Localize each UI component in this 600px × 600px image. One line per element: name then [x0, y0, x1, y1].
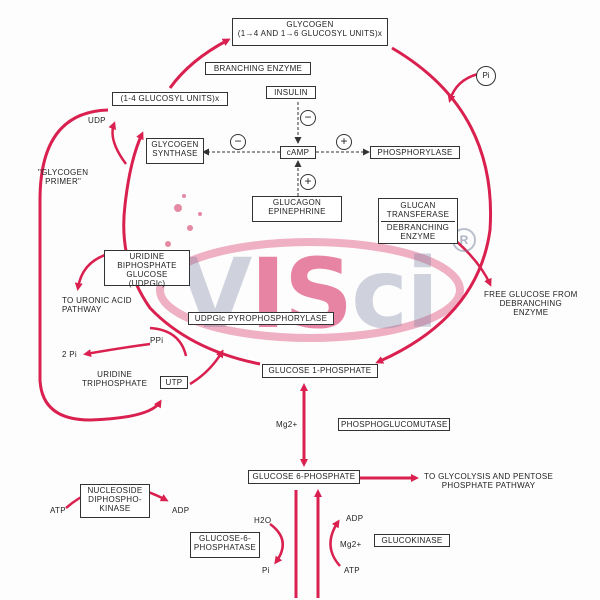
arrow-to-uronic — [74, 252, 109, 291]
glycogen-title: GLYCOGEN — [286, 20, 334, 29]
branching-enzyme-box: BRANCHING ENZYME — [205, 62, 311, 75]
minus-sign-synthase: − — [230, 134, 246, 150]
utp-box: UTP — [160, 376, 188, 389]
glucose-6-phosphatase-box: GLUCOSE-6- PHOSPHATASE — [190, 532, 260, 558]
udpglc-box: URIDINE BIPHOSPHATE GLUCOSE (UDPGlc) — [104, 250, 190, 288]
free-glucose-label: FREE GLUCOSE FROM DEBRANCHING ENZYME — [484, 290, 578, 317]
watermark-swoosh — [156, 238, 464, 342]
arrow-glucosyl-to-glycogen — [168, 38, 231, 89]
insulin-box: INSULIN — [266, 86, 316, 99]
nucleoside-diphosphokinase-box: NUCLEOSIDE DIPHOSPHO- KINASE — [80, 484, 150, 518]
arrow-pi-in — [447, 72, 479, 103]
mg2-lower-label: Mg2+ — [340, 540, 362, 549]
glucose-1-phosphate-box: GLUCOSE 1-PHOSPHATE — [262, 364, 378, 378]
glucan-transferase-label: GLUCAN TRANSFERASE — [381, 201, 455, 222]
glycogen-subtitle: (1→4 AND 1→6 GLUCOSYL UNITS)x — [237, 29, 383, 38]
h2o-label: H2O — [254, 516, 272, 525]
watermark-dots — [165, 194, 202, 247]
atp-left-label: ATP — [50, 506, 66, 515]
arrow-h2o-pi — [269, 522, 284, 565]
arrow-ppi — [149, 326, 188, 357]
watermark-ci: ci — [351, 238, 439, 350]
arrow-glycogen-to-g1p — [375, 46, 493, 364]
two-pi-label: 2 Pi — [62, 350, 77, 359]
arrow-atp-adp — [329, 519, 341, 567]
glycogen-box: GLYCOGEN (1→4 AND 1→6 GLUCOSYL UNITS)x — [232, 18, 388, 46]
watermark-v: V — [178, 238, 252, 350]
arrow-udp — [108, 121, 128, 165]
adp-right-label: ADP — [346, 514, 364, 523]
udpglc-pyrophosphorylase-box: UDPGlc PYROPHOSPHORYLASE — [188, 312, 334, 325]
arrow-primer-loop — [38, 108, 162, 422]
to-uronic-acid-label: TO URONIC ACID PATHWAY — [62, 296, 132, 314]
phosphorylase-box: PHOSPHORYLASE — [370, 146, 460, 159]
udp-label: UDP — [88, 116, 106, 125]
debranching-enzyme-label: DEBRANCHING ENZYME — [386, 223, 450, 241]
glucosyl-units-box: (1-4 GLUCOSYL UNITS)x — [112, 92, 228, 106]
glucose-6-phosphate-box: GLUCOSE 6-PHOSPHATE — [248, 470, 360, 484]
to-glycolysis-label: TO GLYCOLYSIS AND PENTOSE PHOSPHATE PATH… — [424, 472, 554, 490]
atp-right-label: ATP — [344, 566, 360, 575]
camp-box: cAMP — [280, 146, 316, 159]
glycogen-synthase-box: GLYCOGEN SYNTHASE — [146, 138, 204, 164]
arrow-to-2pi — [83, 342, 151, 358]
plus-sign-glucagon: + — [300, 174, 316, 190]
glycogen-primer-label: "GLYCOGEN PRIMER" — [38, 168, 89, 186]
minus-sign-insulin: − — [300, 110, 316, 126]
mg2-upper-label: Mg2+ — [276, 420, 298, 429]
glucokinase-box: GLUCOKINASE — [374, 534, 450, 547]
uridine-triphosphate-label: URIDINE TRIPHOSPHATE — [82, 370, 148, 388]
plus-sign-phosphorylase: + — [336, 134, 352, 150]
glucagon-epinephrine-box: GLUCAGON EPINEPHRINE — [252, 196, 342, 222]
arrow-utp — [189, 349, 224, 386]
phosphoglucomutase-box: PHOSPHOGLUCOMUTASE — [338, 418, 450, 431]
pi-circle: Pi — [476, 66, 496, 86]
watermark-is: IS — [250, 238, 353, 350]
ppi-label: PPi — [150, 336, 164, 345]
glucan-transferase-box: GLUCAN TRANSFERASE DEBRANCHING ENZYME — [378, 198, 458, 244]
pi-lower-label: Pi — [262, 566, 270, 575]
adp-left-label: ADP — [172, 506, 190, 515]
watermark-logo: VISci — [178, 238, 439, 350]
